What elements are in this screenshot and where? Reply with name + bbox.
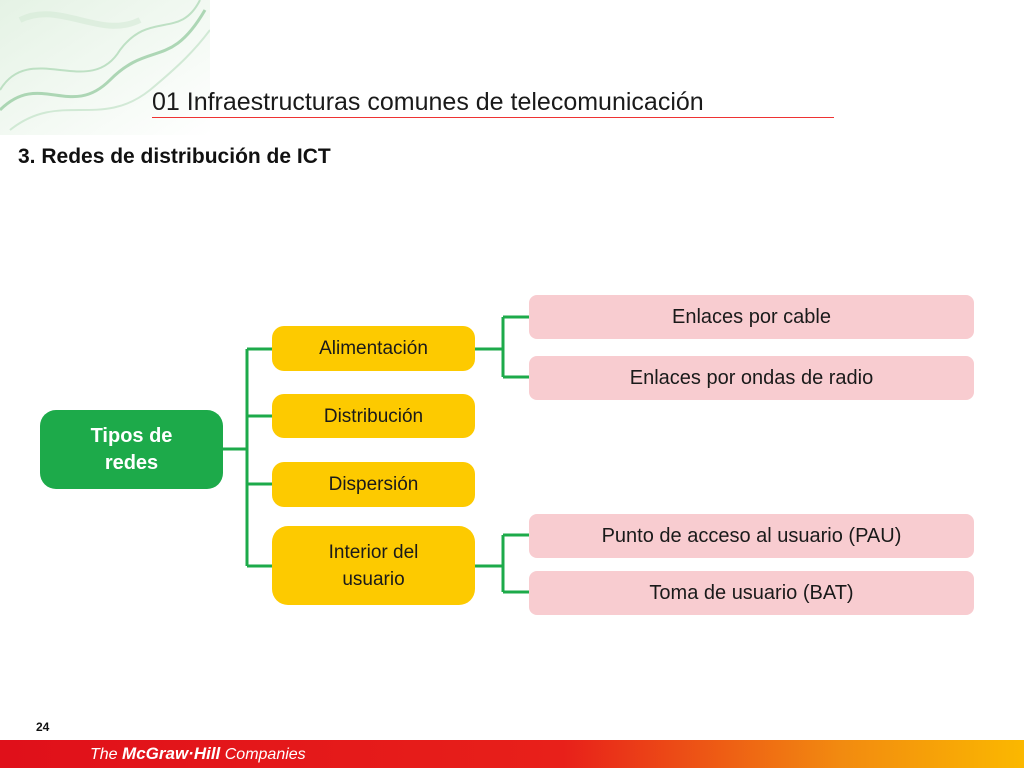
- publisher-logo: The McGraw·Hill Companies: [90, 744, 306, 764]
- leaf-node-toma-de-usuario: Toma de usuario (BAT): [529, 571, 974, 615]
- leaf-node-punto-de-acceso-al-usuario: Punto de acceso al usuario (PAU): [529, 514, 974, 558]
- page-number: 24: [36, 720, 50, 734]
- section-heading: 3. Redes de distribución de ICT: [18, 145, 331, 168]
- leaf-node-label: Enlaces por ondas de radio: [629, 366, 874, 389]
- branch-node-label: Distribución: [323, 405, 424, 427]
- leaf-node-enlaces-por-cable: Enlaces por cable: [529, 295, 974, 339]
- footer-bar: The McGraw·Hill Companies: [0, 740, 1024, 768]
- branch-node-alimentacion: Alimentación: [272, 326, 475, 371]
- branch-node-distribucion: Distribución: [272, 394, 475, 438]
- logo-suffix: Companies: [224, 746, 306, 763]
- logo-brand: McGraw·Hill: [122, 744, 221, 763]
- decorative-swirl-image: [0, 0, 210, 135]
- branch-node-label: Interior del usuario: [328, 541, 419, 590]
- branch-node-dispersion: Dispersión: [272, 462, 475, 507]
- slide-title: 01 Infraestructuras comunes de telecomun…: [152, 88, 704, 116]
- branch-node-interior-del-usuario: Interior del usuario: [272, 526, 475, 605]
- branch-node-label: Dispersión: [328, 474, 419, 495]
- branch-node-label: Alimentación: [319, 338, 428, 359]
- leaf-node-label: Toma de usuario (BAT): [649, 581, 854, 604]
- leaf-node-enlaces-por-ondas-de-radio: Enlaces por ondas de radio: [529, 356, 974, 400]
- leaf-node-label: Enlaces por cable: [672, 305, 831, 328]
- leaf-node-label: Punto de acceso al usuario (PAU): [601, 524, 902, 547]
- root-node-label: Tipos de redes: [90, 424, 173, 474]
- logo-prefix: The: [90, 746, 118, 763]
- root-node-tipos-de-redes: Tipos de redes: [40, 410, 223, 489]
- title-underline: [152, 117, 834, 118]
